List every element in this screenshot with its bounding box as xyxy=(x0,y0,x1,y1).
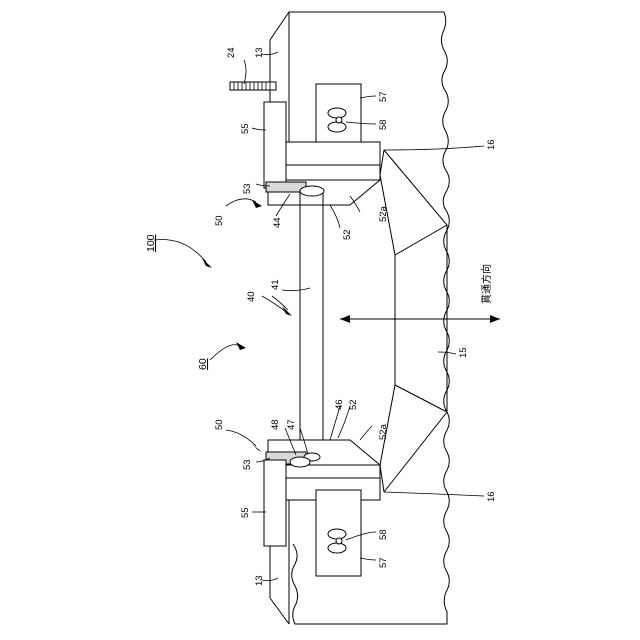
label-53-top: 53 xyxy=(242,183,253,194)
opening-outline xyxy=(384,150,447,492)
label-52a-bottom: 52a xyxy=(378,423,389,440)
label-58-top: 58 xyxy=(378,119,389,130)
wall-front-left-bottom xyxy=(270,598,289,624)
label-41: 41 xyxy=(270,279,281,290)
label-55-bottom: 55 xyxy=(240,507,251,518)
label-58-bottom: 58 xyxy=(378,529,389,540)
opening-edge-bottom-a xyxy=(380,465,384,492)
label-13-bottom: 13 xyxy=(254,575,265,586)
label-46: 46 xyxy=(334,399,345,410)
label-52a-top: 52a xyxy=(378,205,389,222)
wall-outline xyxy=(289,12,449,624)
label-57-bottom: 57 xyxy=(378,557,389,568)
rod-41 xyxy=(300,186,324,458)
label-direction: 貫通方向 xyxy=(480,264,493,304)
label-44: 44 xyxy=(272,217,283,228)
opening-edge-top-a xyxy=(380,150,384,175)
label-13-top: 13 xyxy=(254,47,265,58)
label-50-bottom: 50 xyxy=(214,419,225,430)
label-57-top: 57 xyxy=(378,91,389,102)
block-52-top-face xyxy=(286,142,380,180)
direction-arrow xyxy=(340,315,500,323)
label-24: 24 xyxy=(226,47,237,58)
label-52-bottom: 52 xyxy=(348,399,359,410)
label-100: 100 xyxy=(145,234,157,252)
label-50-top: 50 xyxy=(214,215,225,226)
bracket-55-top xyxy=(264,102,286,188)
opening-corner-bottom xyxy=(395,385,447,412)
opening-corner-top xyxy=(395,225,447,255)
label-40: 40 xyxy=(246,291,257,302)
label-52-top: 52 xyxy=(342,229,353,240)
label-47: 47 xyxy=(286,419,297,430)
label-15: 15 xyxy=(458,347,469,358)
label-55-top: 55 xyxy=(240,123,251,134)
label-60: 60 xyxy=(197,358,209,370)
label-16-top: 16 xyxy=(486,139,497,150)
label-16-bottom: 16 xyxy=(486,491,497,502)
bracket-55-bottom xyxy=(264,460,286,546)
reference-arrows xyxy=(154,199,292,452)
bolt-24 xyxy=(230,82,276,90)
label-53-bottom: 53 xyxy=(242,459,253,470)
label-48: 48 xyxy=(270,419,281,430)
wall-front-left-top xyxy=(270,12,289,40)
